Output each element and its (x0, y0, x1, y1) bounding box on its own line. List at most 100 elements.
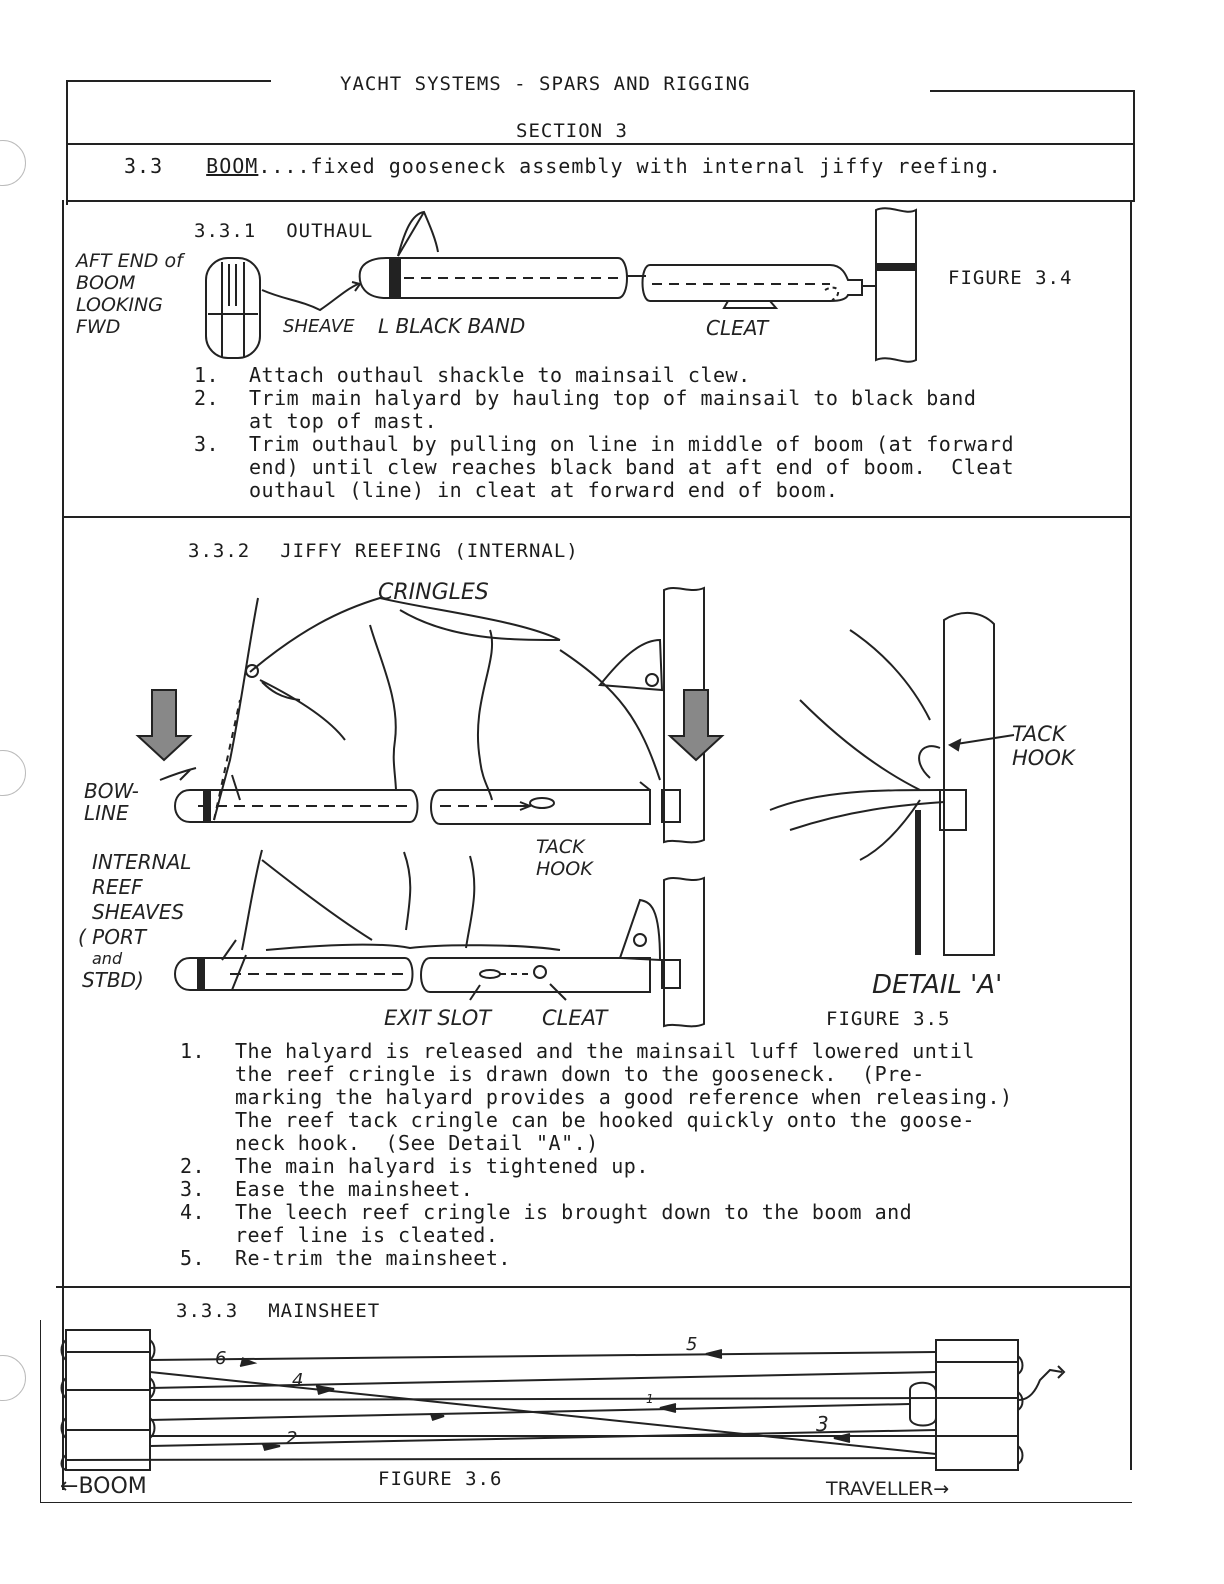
jiffy-step: 3. Ease the mainsheet. (180, 1178, 1013, 1201)
detail-mast (943, 612, 995, 956)
aft-boom-tube (358, 257, 628, 299)
frame-left-upper (66, 80, 68, 205)
jiffy-mast-bottom (663, 876, 705, 1028)
frame-bottom (40, 1502, 1132, 1503)
jiffy-step: 5. Re-trim the mainsheet. (180, 1247, 1013, 1270)
heading-number: 3.3 (124, 154, 164, 178)
aft-end-line-1: AFT END of (76, 250, 183, 272)
bowline-line-2: LINE (84, 801, 129, 825)
frame-right-upper (1133, 90, 1135, 202)
internal-reef-sheaves-label: INTERNAL REEF SHEAVES ( PORT and STBD) (78, 850, 192, 993)
step-text: The leech reef cringle is brought down t… (235, 1200, 913, 1247)
jiffy-mast-top (663, 586, 705, 844)
jiffy-steps: 1.The halyard is released and the mainsa… (180, 1040, 1013, 1270)
jiffy-step: 2. The main halyard is tightened up. (180, 1155, 1013, 1178)
frame-top-left (66, 80, 271, 82)
sheet-number-5: 5 (686, 1334, 698, 1355)
down-arrow-icon (135, 689, 193, 762)
cleat-label-2: CLEAT (542, 1006, 608, 1030)
aft-end-line-4: FWD (76, 316, 121, 338)
page-title: YACHT SYSTEMS - SPARS AND RIGGING (340, 73, 751, 95)
frame-right (1130, 200, 1132, 1470)
traveller-block-stack (935, 1339, 1019, 1471)
arrow-right-icon: → (933, 1478, 950, 1500)
step-number: 1. (180, 1039, 206, 1063)
step-text: The main halyard is tightened up. (235, 1154, 649, 1178)
sheet-number-4: 4 (292, 1370, 304, 1391)
outhaul-steps: 1. Attach outhaul shackle to mainsail cle… (194, 364, 1014, 502)
black-band (389, 258, 401, 299)
down-arrow-icon (667, 689, 725, 762)
aft-end-line-3: LOOKING (76, 294, 163, 316)
black-band-text: BLACK BAND (395, 314, 526, 338)
sheet-number-6: 6 (215, 1348, 227, 1369)
frame-left-bottom (40, 1320, 41, 1502)
step-number: 2. (194, 386, 220, 410)
detail-a-label: DETAIL 'A' (872, 970, 1003, 1000)
step-number: 3. (180, 1177, 206, 1201)
detail-tack-line-2: HOOK (1012, 746, 1075, 770)
jiffy-boom-fwd-top (430, 789, 651, 825)
detail-tack-hook-label: TACK HOOK (1012, 722, 1075, 770)
tack-hook-line-2: HOOK (536, 858, 593, 880)
irs-line-3: SHEAVES (92, 900, 185, 924)
section-label: SECTION 3 (516, 120, 628, 142)
boom-block-stack (65, 1329, 151, 1471)
subheading-title: MAINSHEET (268, 1300, 381, 1322)
step-number: 2. (180, 1154, 206, 1178)
heading-rule (66, 200, 1134, 202)
black-band-label: ᒪ BLACK BAND (378, 314, 526, 338)
irs-line-2: REEF (92, 875, 143, 899)
boom-end-view (205, 257, 261, 359)
sheet-number-3: 3 (816, 1412, 829, 1436)
jiffy-step: 4.The leech reef cringle is brought down… (180, 1201, 1013, 1247)
frame-left (62, 200, 64, 1490)
tack-hook-line-1: TACK (536, 836, 585, 858)
subheading-title: OUTHAUL (286, 220, 374, 242)
subheading-number: 3.3.2 (188, 540, 251, 562)
irs-line-1: INTERNAL (92, 850, 192, 874)
jiffy-boom-aft-bottom (174, 957, 414, 991)
outhaul-step: 3. Trim outhaul by pulling on line in mid… (194, 433, 1014, 502)
step-number: 1. (194, 363, 220, 387)
step-text: Re-trim the mainsheet. (235, 1246, 511, 1270)
outhaul-step: 1. Attach outhaul shackle to mainsail cle… (194, 364, 1014, 387)
figure-3-5-label: FIGURE 3.5 (826, 1008, 951, 1030)
detail-tack-line-1: TACK (1012, 722, 1066, 746)
forward-boom-tube (641, 264, 863, 302)
jiffy-boom-aft-top (174, 789, 419, 823)
aft-end-label: AFT END of BOOM LOOKING FWD (76, 250, 183, 338)
heading-boom: BOOM (206, 154, 259, 178)
traveller-label-text: TRAVELLER (826, 1478, 934, 1500)
sheave-label: SHEAVE (283, 316, 355, 337)
frame-top-right (930, 90, 1134, 92)
mainsheet-subheading: 3.3.3 MAINSHEET (176, 1300, 380, 1322)
step-text: Trim main halyard by hauling top of main… (249, 386, 977, 433)
step-text: Trim outhaul by pulling on line in middl… (249, 432, 1015, 502)
step-number: 3. (194, 432, 220, 456)
cleat-shape (722, 300, 779, 309)
divider-jiffy (56, 1286, 1132, 1288)
sheet-number-1: 1 (646, 1392, 654, 1406)
mast-section (875, 207, 917, 363)
sheet-number-2: 2 (286, 1428, 298, 1449)
step-text: Ease the mainsheet. (235, 1177, 474, 1201)
section-rule (66, 143, 1134, 145)
irs-line-6: STBD) (82, 968, 144, 992)
bowline-line-1: BOW- (84, 779, 139, 803)
step-text: Attach outhaul shackle to mainsail clew. (249, 363, 751, 387)
jiffy-step: 1.The halyard is released and the mainsa… (180, 1040, 1013, 1155)
step-number: 5. (180, 1246, 206, 1270)
boom-heading: 3.3 BOOM....fixed gooseneck assembly wit… (124, 154, 1002, 178)
subheading-number: 3.3.3 (176, 1300, 239, 1322)
irs-line-4: ( PORT (78, 925, 147, 949)
exit-slot-label: EXIT SLOT (384, 1006, 492, 1030)
tack-hook-label: TACK HOOK (536, 836, 593, 880)
traveller-label: TRAVELLER→ (826, 1478, 949, 1500)
bowline-label: BOW- LINE (84, 780, 139, 824)
